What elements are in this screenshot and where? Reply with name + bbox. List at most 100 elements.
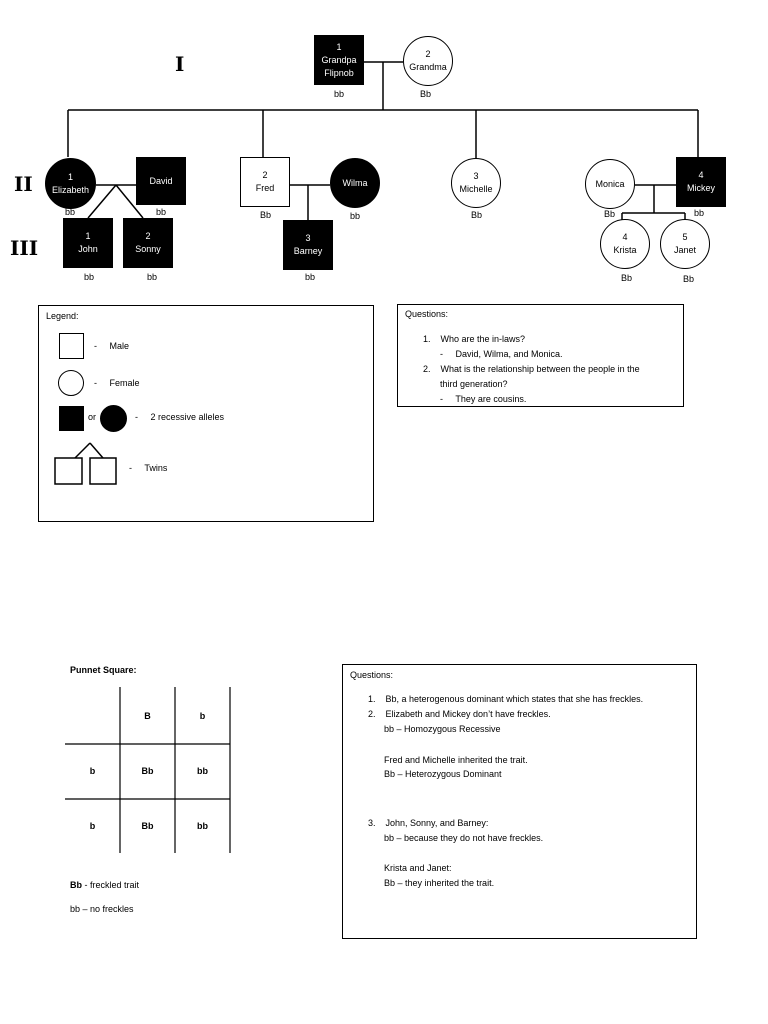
punnett-cell: bb	[197, 766, 208, 776]
person-grandpa: 1 Grandpa Flipnob	[314, 35, 364, 85]
punnett-key-1-desc: - freckled trait	[82, 880, 140, 890]
person-number: 4	[698, 170, 704, 180]
person-name: Grandpa	[321, 54, 357, 65]
female-circle-icon	[58, 370, 84, 396]
genotype-barney: bb	[305, 272, 316, 282]
person-number: 4	[622, 232, 628, 242]
genotype-grandpa: bb	[334, 89, 345, 99]
generation-label-1: I	[175, 52, 185, 76]
legend-male-label: - Male	[94, 341, 130, 351]
person-number: 2	[425, 49, 431, 59]
person-name: Monica	[595, 178, 625, 189]
person-name: Elizabeth	[51, 184, 90, 195]
punnett-row-label: b	[89, 821, 96, 831]
questions-title: Questions:	[405, 309, 449, 319]
legend-title: Legend:	[46, 311, 79, 321]
genotype-sonny: bb	[147, 272, 158, 282]
genotype-mickey: bb	[694, 208, 705, 218]
answer-line: Fred and Michelle inherited the trait.	[384, 755, 528, 765]
answer-line: Bb – they inherited the trait.	[384, 878, 495, 888]
person-name: Janet	[673, 245, 697, 255]
generation-label-3: III	[10, 236, 39, 260]
punnett-header-cell: b	[199, 711, 206, 721]
pedigree-lines	[67, 61, 699, 220]
person-number: 3	[305, 233, 311, 243]
legend-or-label: or	[88, 412, 97, 422]
question-line-cont: third generation?	[440, 379, 508, 389]
questions-box-2: Questions: 1. Bb, a heterogenous dominan…	[342, 664, 697, 939]
person-fred: 2 Fred	[240, 157, 290, 207]
person-elizabeth: 1 Elizabeth	[45, 158, 96, 209]
twins-icon	[54, 442, 117, 485]
person-number: 2	[145, 231, 151, 241]
person-wilma: Wilma	[330, 158, 380, 208]
punnett-title: Punnet Square:	[70, 665, 137, 675]
person-janet: 5 Janet	[660, 219, 710, 269]
person-number: 2	[262, 170, 268, 180]
person-mickey: 4 Mickey	[676, 157, 726, 207]
legend-female-label: - Female	[94, 378, 140, 388]
person-number: 3	[473, 171, 479, 181]
filled-square-icon	[59, 406, 84, 431]
person-name: Krista	[613, 245, 637, 255]
genotype-krista: Bb	[621, 273, 633, 283]
genotype-john: bb	[84, 272, 95, 282]
answer-line: 1. Bb, a heterogenous dominant which sta…	[368, 694, 644, 704]
person-number: 1	[67, 171, 73, 182]
person-barney: 3 Barney	[283, 220, 333, 270]
punnett-cell: Bb	[141, 766, 154, 776]
genotype-grandma: Bb	[420, 89, 432, 99]
person-name: Barney	[293, 246, 323, 256]
genotype-wilma: bb	[350, 211, 361, 221]
generation-label-2: II	[14, 172, 33, 196]
person-grandma: 2 Grandma	[403, 36, 453, 86]
genotype-fred: Bb	[260, 210, 272, 220]
person-name: David	[149, 175, 173, 186]
question-line: 2. What is the relationship between the …	[423, 364, 640, 374]
punnett-cell: Bb	[141, 821, 154, 831]
person-krista: 4 Krista	[600, 219, 650, 269]
punnett-key-1: Bb - freckled trait	[70, 880, 139, 890]
person-name: Grandma	[409, 62, 447, 72]
punnett-key-1-genotype: Bb	[70, 880, 82, 890]
punnett-grid	[65, 687, 231, 853]
person-number: 1	[336, 41, 342, 52]
punnett-row-label: b	[89, 766, 96, 776]
questions-title: Questions:	[350, 670, 394, 680]
answer-line: bb – because they do not have freckles.	[384, 833, 544, 843]
person-number: 1	[85, 231, 91, 241]
genotype-monica: Bb	[604, 209, 616, 219]
punnett-header-cell: B	[144, 711, 151, 721]
punnett-key-2: bb – no freckles	[70, 904, 134, 914]
person-name: Wilma	[342, 177, 368, 188]
legend-twins-label: - Twins	[129, 463, 168, 473]
person-david: David	[136, 157, 186, 205]
person-name: Sonny	[135, 244, 161, 254]
genotype-janet: Bb	[683, 274, 695, 284]
person-john: 1 John	[63, 218, 113, 268]
answer-line: - David, Wilma, and Monica.	[440, 349, 563, 359]
person-monica: Monica	[585, 159, 635, 209]
answer-line: Bb – Heterozygous Dominant	[384, 769, 502, 779]
answer-line: bb – Homozygous Recessive	[384, 724, 501, 734]
person-name: Mickey	[686, 183, 715, 193]
legend-recessive-label: - 2 recessive alleles	[135, 412, 225, 422]
answer-line: - They are cousins.	[440, 394, 527, 404]
legend-box: Legend: - Male - Female or - 2 recessive…	[38, 305, 374, 522]
question-line: 1. Who are the in-laws?	[423, 334, 526, 344]
person-number: 5	[682, 232, 688, 242]
genotype-michelle: Bb	[471, 210, 483, 220]
person-name-2: Flipnob	[324, 67, 354, 78]
person-michelle: 3 Michelle	[451, 158, 501, 208]
person-sonny: 2 Sonny	[123, 218, 173, 268]
person-name: John	[78, 244, 98, 254]
punnett-cell: bb	[197, 821, 208, 831]
answer-line: 2. Elizabeth and Mickey don’t have freck…	[368, 709, 551, 719]
filled-circle-icon	[100, 405, 127, 432]
answer-line: 3. John, Sonny, and Barney:	[368, 818, 489, 828]
male-square-icon	[59, 333, 84, 359]
person-name: Michelle	[459, 184, 493, 194]
genotype-elizabeth: bb	[65, 207, 76, 217]
person-name: Fred	[255, 183, 275, 193]
questions-box-1: Questions: 1. Who are the in-laws? - Dav…	[397, 304, 684, 407]
